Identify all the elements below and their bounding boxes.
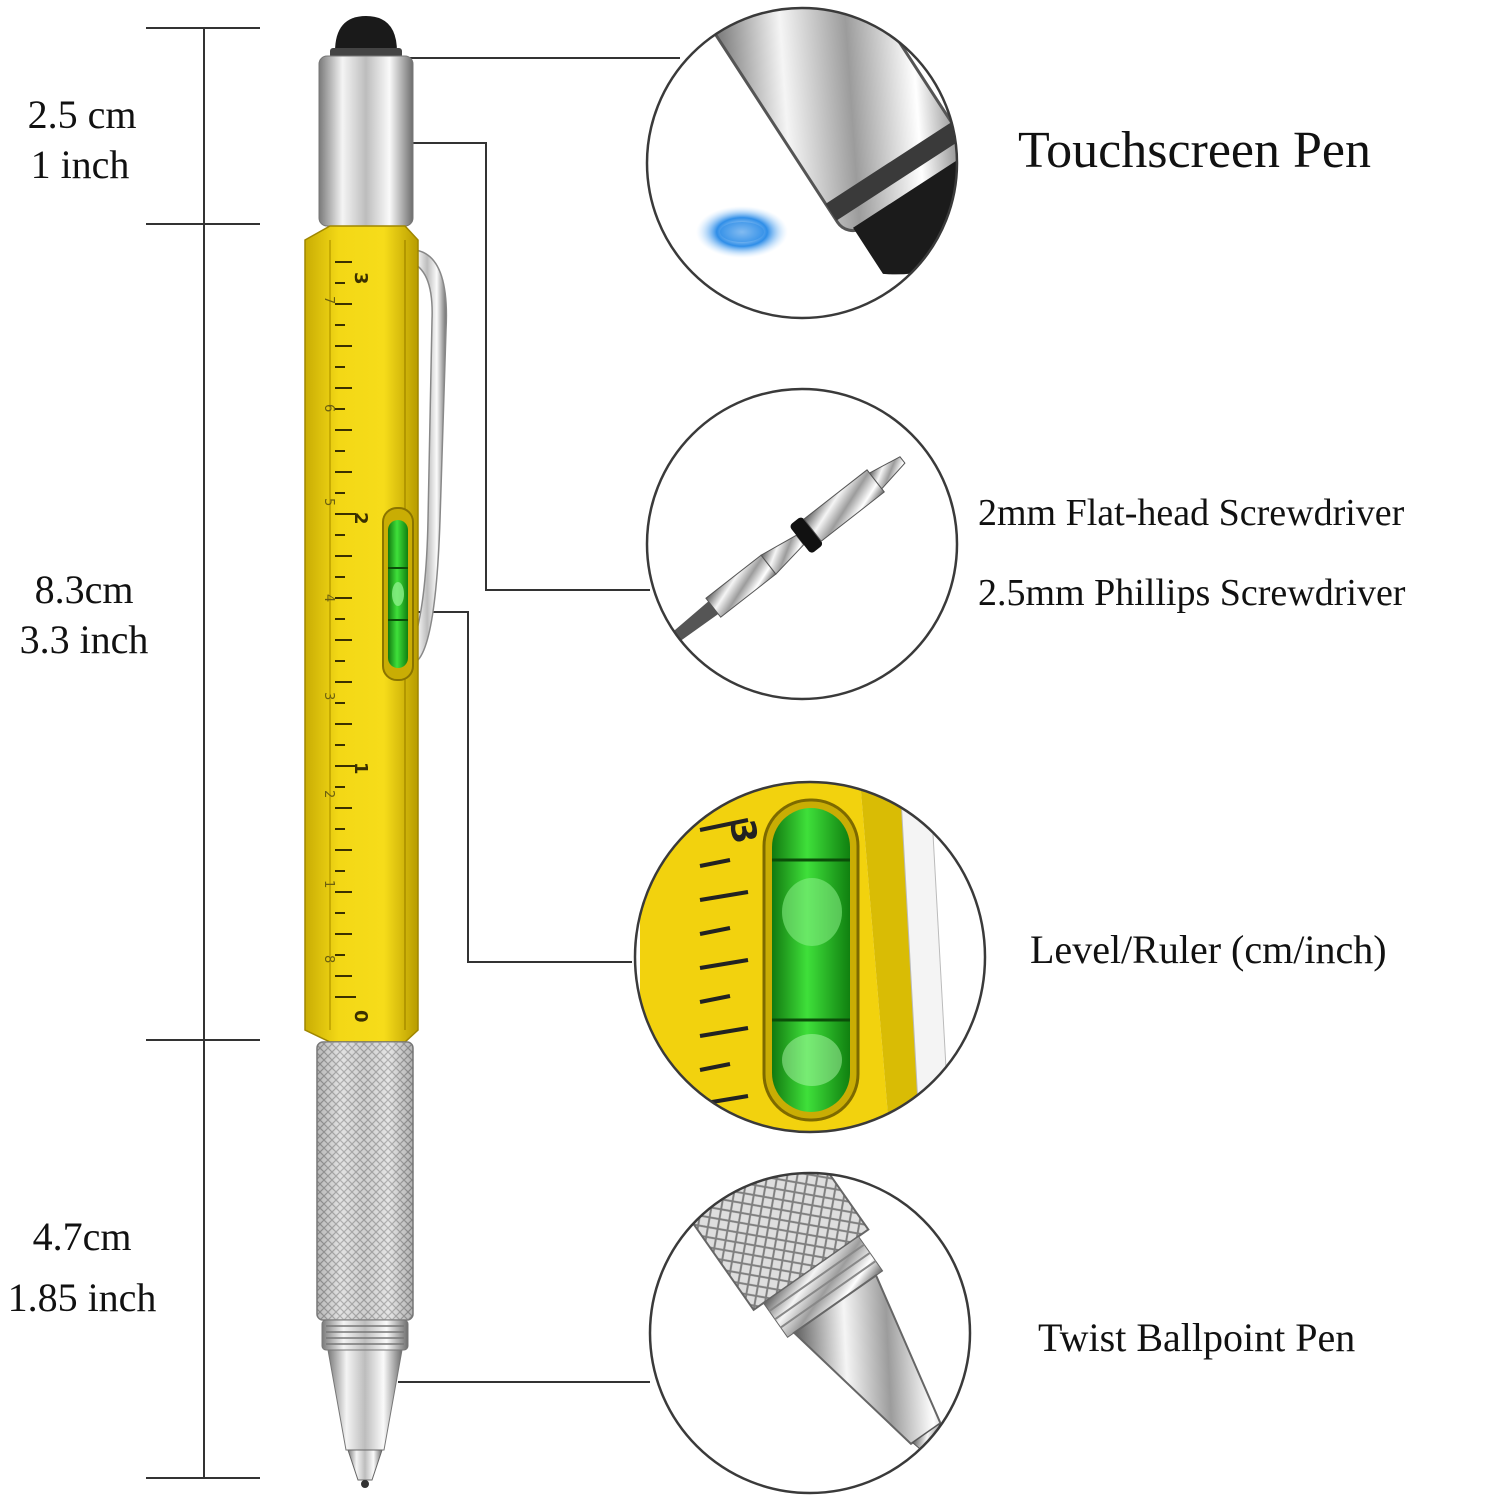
detail-screwdriver	[645, 387, 959, 701]
dim-top-inch: 1 inch	[30, 142, 130, 187]
ruler-inch-4: 4	[321, 594, 336, 602]
dimension-line	[146, 27, 260, 1479]
multitool-pen: 3 2 1 0 7 6 5 4 3 2 1 8	[304, 16, 448, 1488]
ruler-inch-7: 7	[321, 296, 336, 304]
label-phillips-screwdriver: 2.5mm Phillips Screwdriver	[978, 572, 1406, 614]
ruler-inch-2: 2	[321, 790, 336, 798]
detail-touchscreen	[645, 6, 959, 320]
ruler-inch-6: 6	[321, 404, 336, 412]
ruler-cm-2: 2	[350, 512, 371, 525]
ruler-inch-3: 3	[321, 692, 336, 700]
ruler-cm-1: 1	[350, 762, 371, 775]
ruler-inch-8: 8	[321, 955, 336, 963]
detail-ballpoint	[648, 1171, 972, 1495]
label-twist-ballpoint: Twist Ballpoint Pen	[1038, 1315, 1356, 1360]
dim-bottom-inch: 1.85 inch	[7, 1275, 157, 1320]
dim-bottom-cm: 4.7cm	[32, 1214, 132, 1259]
ruler-cm-0: 0	[350, 1010, 371, 1023]
dim-middle-cm: 8.3cm	[34, 567, 134, 612]
dim-middle-inch: 3.3 inch	[19, 617, 149, 662]
leader-lines	[398, 57, 680, 1383]
ruler-ticks	[335, 261, 356, 998]
label-touchscreen-pen: Touchscreen Pen	[1018, 122, 1372, 179]
ruler-inch-1: 1	[321, 880, 336, 888]
detail-level-ruler: 3	[633, 780, 987, 1134]
ruler-cm-3: 3	[350, 272, 371, 285]
label-level-ruler: Level/Ruler (cm/inch)	[1030, 927, 1387, 972]
dim-top-cm: 2.5 cm	[27, 92, 137, 137]
label-flat-screwdriver: 2mm Flat-head Screwdriver	[978, 492, 1405, 534]
ruler-inch-5: 5	[321, 498, 336, 506]
